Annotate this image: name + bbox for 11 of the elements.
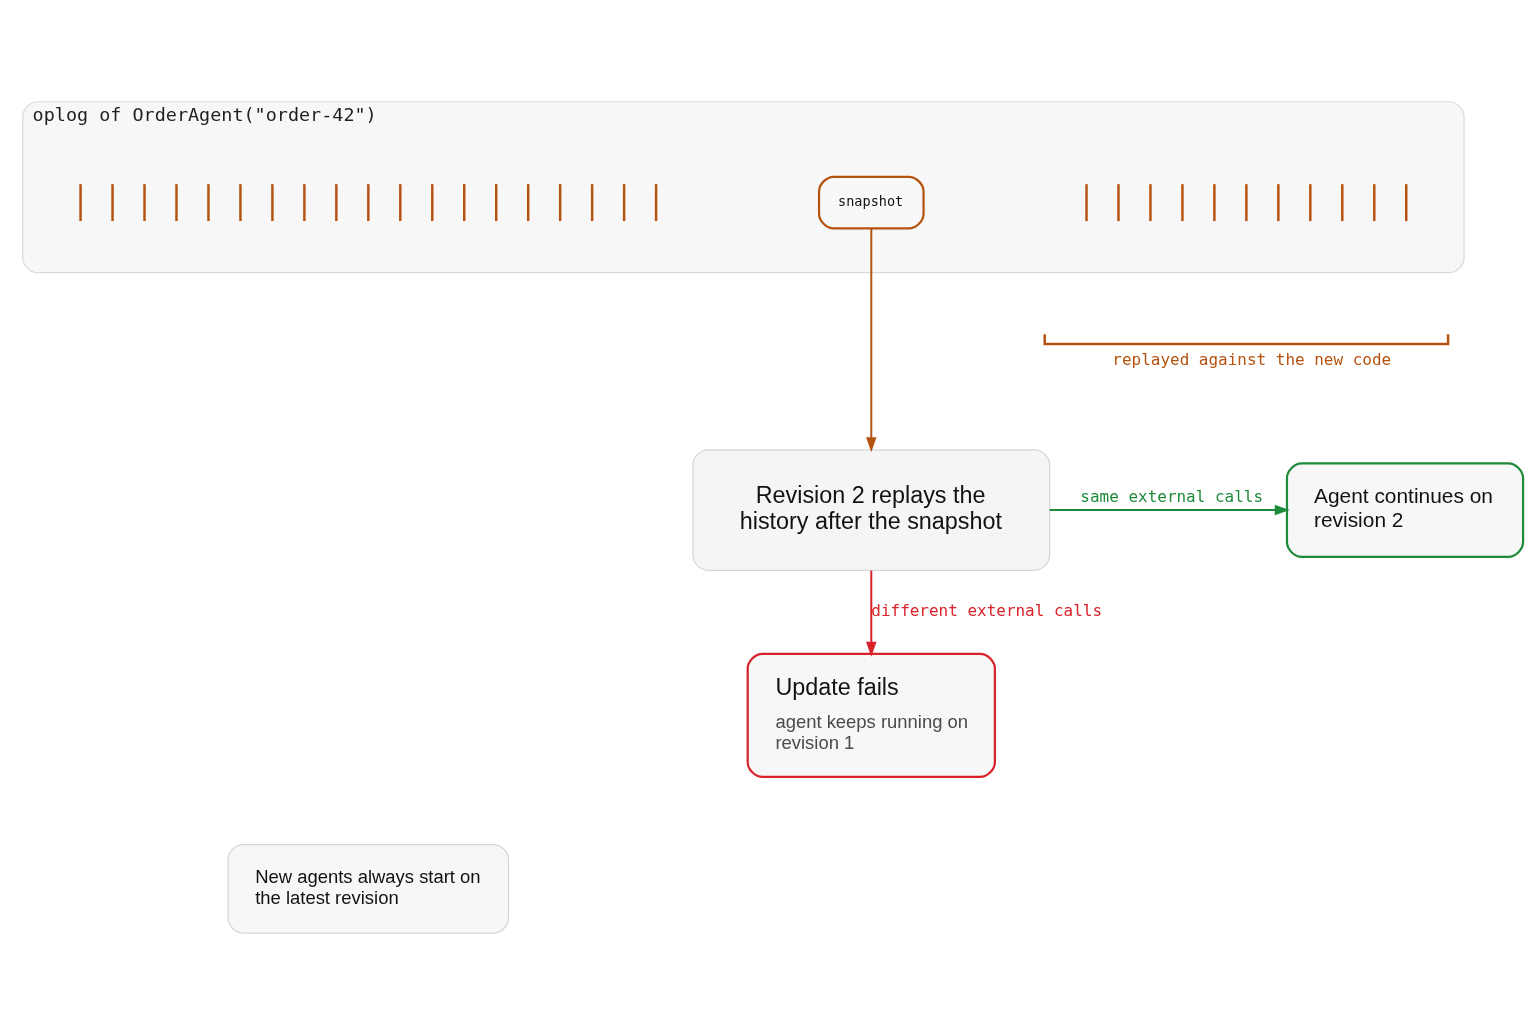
node-box: New agents always start on the latest revision [227, 843, 510, 934]
node-box: Update fails agent keeps running on revision 1 [746, 652, 996, 778]
node-box: snapshot [817, 175, 925, 230]
arrow [1048, 504, 1290, 515]
arrow [866, 227, 877, 452]
edge-label: same external calls [1080, 486, 1264, 506]
arrow [866, 569, 877, 657]
node-box: Revision 2 replays the history after the snapshot [692, 448, 1051, 571]
edge-label: different external calls [871, 600, 1103, 620]
node-box: Agent continues on revision 2 [1285, 461, 1525, 558]
label: replayed against the new code [1112, 349, 1392, 369]
